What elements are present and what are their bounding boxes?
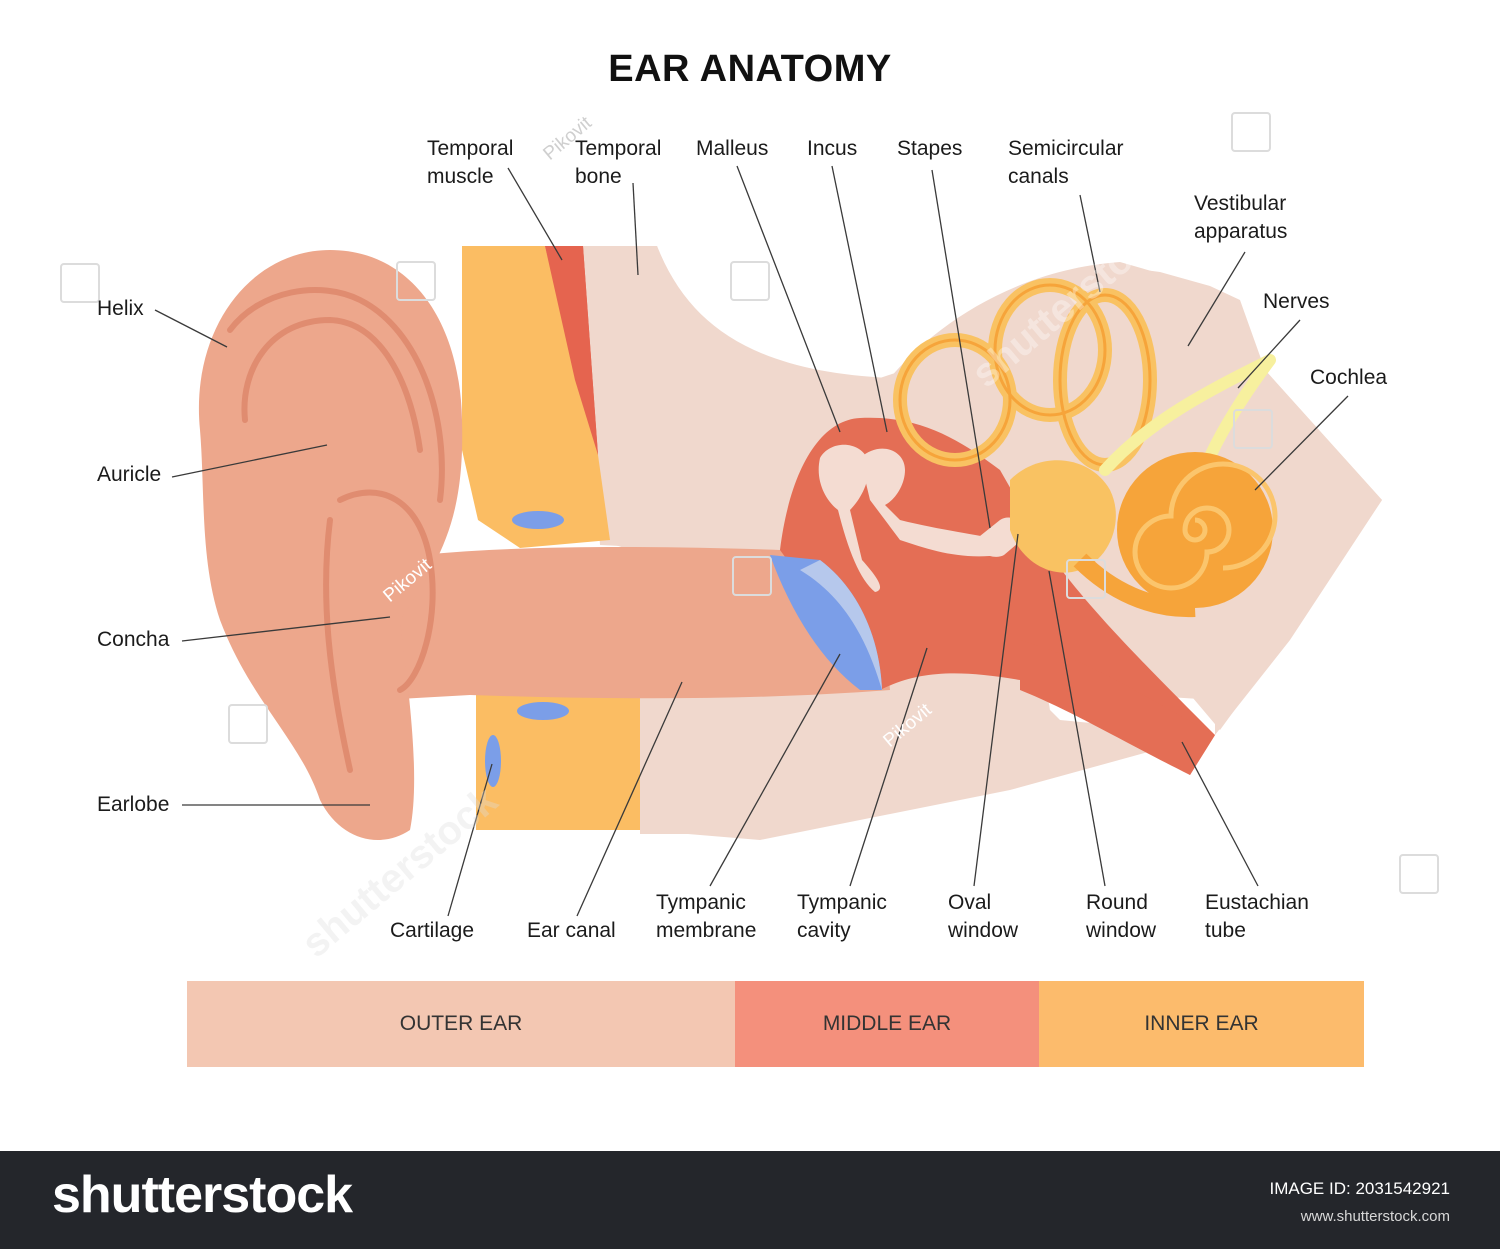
malleus (818, 444, 881, 592)
tympanic-membrane (770, 555, 882, 690)
label-malleus: Malleus (696, 137, 769, 160)
label-round-window: Round window (1086, 891, 1157, 942)
label-concha: Concha (97, 628, 170, 651)
cartilage-oval (517, 702, 569, 720)
label-incus: Incus (807, 137, 858, 160)
label-nerves: Nerves (1263, 290, 1330, 313)
ear-anatomy-illustration (60, 112, 1439, 917)
leader-lines (154, 165, 1349, 917)
label-cochlea: Cochlea (1310, 366, 1388, 389)
image-id: IMAGE ID: 2031542921 (1269, 1179, 1450, 1198)
lower-tissue (640, 660, 1050, 834)
label-cartilage: Cartilage (390, 919, 475, 942)
label-temporal-bone: Temporal bone (575, 137, 662, 188)
cartilage-upper (462, 246, 610, 548)
label-earlobe: Earlobe (97, 793, 170, 816)
label-temporal-muscle: Temporal muscle (427, 137, 514, 188)
label-ear-canal: Ear canal (527, 919, 616, 942)
cartilage-oval (512, 511, 564, 529)
diagram-title: EAR ANATOMY (608, 48, 892, 90)
label-auricle: Auricle (97, 463, 162, 486)
label-tympanic-cavity: Tympanic cavity (797, 891, 887, 942)
section-outer-ear: OUTER EAR (187, 981, 735, 1067)
label-helix: Helix (97, 297, 144, 320)
label-stapes: Stapes (897, 137, 963, 160)
label-vestibular-apparatus: Vestibular apparatus (1194, 192, 1288, 243)
helix-fold (227, 287, 445, 773)
vestibule (1010, 460, 1116, 573)
site-url: www.shutterstock.com (1300, 1208, 1450, 1225)
eustachian-tube (1020, 640, 1215, 775)
section-middle-ear: MIDDLE EAR (735, 981, 1039, 1067)
auricle (198, 250, 463, 840)
label-semicircular-canals: Semicircular canals (1008, 137, 1124, 188)
label-eustachian-tube: Eustachian tube (1205, 891, 1309, 942)
stock-footer: shutterstock IMAGE ID: 2031542921 www.sh… (0, 1151, 1500, 1249)
section-inner-ear: INNER EAR (1039, 981, 1364, 1067)
label-tympanic-membrane: Tympanic membrane (656, 891, 757, 942)
shutterstock-logo: shutterstock (52, 1166, 353, 1224)
incus (860, 448, 1000, 557)
ear-canal (380, 547, 890, 700)
watermark-stamps (60, 112, 1439, 894)
label-oval-window: Oval window (948, 891, 1019, 942)
